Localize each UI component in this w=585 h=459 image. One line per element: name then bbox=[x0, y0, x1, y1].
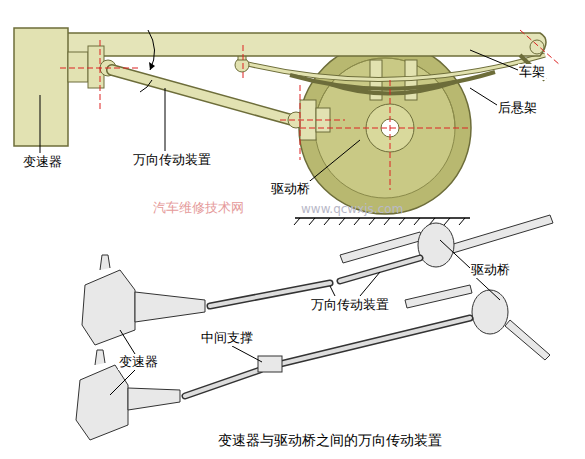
part-label: 变速器 bbox=[118, 354, 159, 370]
part-label: 驱动桥 bbox=[270, 181, 311, 197]
part-label: 万向传动装置 bbox=[132, 152, 212, 168]
part-label: 中间支撑 bbox=[200, 330, 254, 346]
part-label: 万向传动装置 bbox=[310, 297, 390, 313]
part-label: 后悬架 bbox=[497, 100, 538, 116]
part-label: 车架 bbox=[518, 64, 546, 80]
part-label: 变速器 bbox=[22, 154, 63, 170]
part-label: 驱动桥 bbox=[470, 262, 511, 278]
caption: 变速器与驱动桥之间的万向传动装置 bbox=[217, 432, 443, 449]
watermark: 汽车维修技术网 bbox=[152, 200, 245, 216]
watermark: www.qcwxjs.com bbox=[300, 202, 404, 216]
